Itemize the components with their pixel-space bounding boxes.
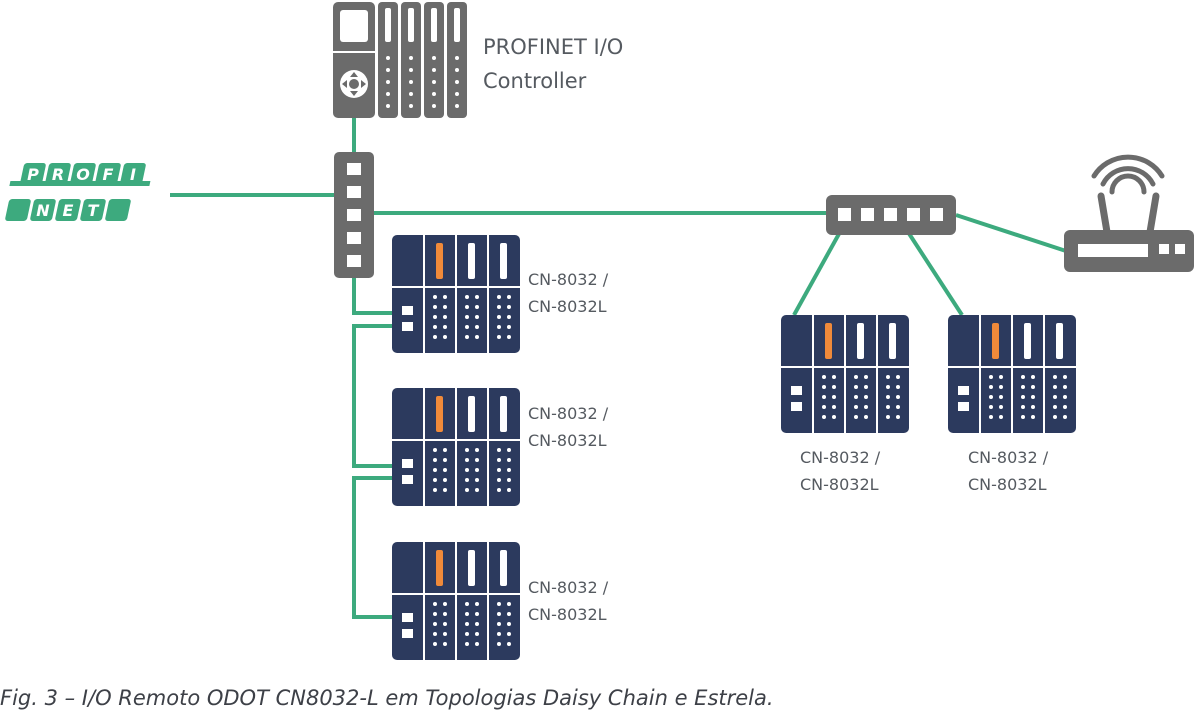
logo-box [20, 163, 46, 185]
module-label-daisy-3: CN-8032 / CN-8032L [528, 574, 608, 628]
io-module-daisy-1 [391, 234, 521, 354]
module-label-line2: CN-8032L [528, 297, 607, 316]
logo-box [120, 163, 146, 185]
link-hub-star1 [792, 231, 842, 316]
logo-letter: P [27, 165, 39, 184]
module-label-line1: CN-8032 / [968, 448, 1049, 467]
star-hub-switch [826, 195, 956, 235]
network-links [170, 118, 1067, 619]
module-label-line1: CN-8032 / [528, 578, 609, 597]
module-label-star-2: CN-8032 / CN-8032L [968, 444, 1048, 498]
module-label-daisy-2: CN-8032 / CN-8032L [528, 400, 608, 454]
logo-letter: F [103, 165, 114, 184]
module-label-daisy-1: CN-8032 / CN-8032L [528, 266, 608, 320]
logo-letter: N [36, 201, 50, 220]
logo-box [55, 199, 81, 221]
module-label-line2: CN-8032L [528, 431, 607, 450]
link-hub-star2 [906, 230, 964, 317]
module-label-star-1: CN-8032 / CN-8032L [800, 444, 880, 498]
logo-box [5, 199, 31, 221]
logo-box [45, 163, 71, 185]
module-label-line1: CN-8032 / [800, 448, 881, 467]
vertical-switch [334, 152, 374, 278]
controller-label-line2: Controller [483, 69, 587, 93]
link-daisy1-daisy2 [352, 324, 393, 468]
plc-io-slots [378, 2, 467, 118]
logo-letter: R [52, 165, 64, 184]
logo-box [80, 199, 106, 221]
controller-label-line1: PROFINET I/O [483, 35, 624, 59]
wireless-router [1064, 154, 1194, 272]
logo-letter: T [88, 201, 100, 220]
module-label-line1: CN-8032 / [528, 404, 609, 423]
wifi-icon [1091, 154, 1165, 195]
controller-label: PROFINET I/O Controller [483, 30, 623, 98]
io-module-daisy-2 [391, 387, 521, 507]
link-daisy2-daisy3 [352, 476, 393, 619]
logo-letter: I [130, 165, 136, 184]
logo-box [70, 163, 96, 185]
module-label-line2: CN-8032L [968, 475, 1047, 494]
link-hub-router [955, 213, 1067, 253]
logo-box [30, 199, 56, 221]
module-label-line1: CN-8032 / [528, 270, 609, 289]
logo-letter: O [76, 165, 90, 184]
logo-letter: E [63, 201, 74, 220]
figure-caption: Fig. 3 – I/O Remoto ODOT CN8032-L em Top… [0, 686, 774, 710]
io-module-daisy-3 [391, 541, 521, 661]
io-module-star-1 [780, 314, 910, 434]
logo-box [105, 199, 131, 221]
module-label-line2: CN-8032L [800, 475, 879, 494]
plc-controller [333, 2, 467, 118]
profinet-logo: P R O F I N E T [5, 163, 151, 221]
io-module-star-2 [947, 314, 1077, 434]
link-switch-daisy1 [352, 278, 393, 315]
logo-box [95, 163, 121, 185]
module-label-line2: CN-8032L [528, 605, 607, 624]
